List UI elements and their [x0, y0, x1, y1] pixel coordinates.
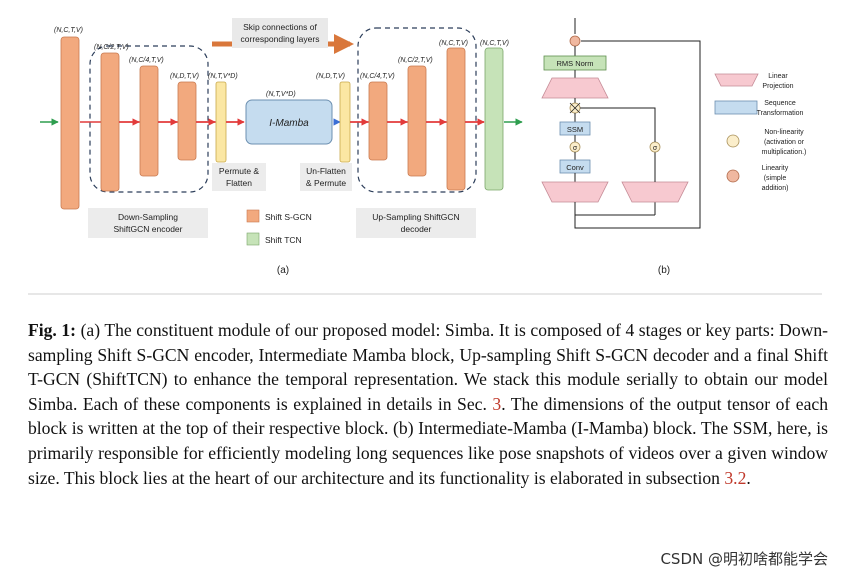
legend-projection-icon [714, 73, 759, 87]
skip-label-line1: Skip connections of [243, 22, 317, 32]
dim-down1: (N,C/2,T,V) [94, 44, 129, 51]
dim-up3: (N,C,T,V) [439, 40, 468, 47]
up-block-3 [446, 47, 466, 191]
sigma-right: σ [653, 145, 658, 152]
legend-linear-icon [726, 169, 740, 183]
caption-text-part1: (a) The constituent module of our propos… [28, 320, 828, 414]
encoder-group-box [89, 45, 209, 193]
decoder-label-line1: Up-Sampling ShiftGCN [372, 212, 459, 222]
permute-flatten-block [215, 81, 227, 163]
encoder-label-line2: ShiftGCN encoder [114, 224, 183, 234]
legend-projection-line1: Linear [768, 73, 788, 80]
panel-b-label: (b) [658, 265, 670, 276]
legend-seq-line2: Transformation [757, 110, 804, 117]
dim-up1: (N,C/4,T,V) [360, 73, 395, 80]
unflatten-permute-block [339, 81, 351, 163]
ssm-label: SSM [567, 125, 583, 134]
panel-a-label: (a) [277, 265, 289, 276]
legend-nonlinear-line2: (activation or [764, 139, 805, 146]
watermark: CSDN @明初啥都能学会 [658, 548, 830, 569]
dim-tcn: (N,C,T,V) [480, 40, 509, 47]
up-block-1 [368, 81, 388, 161]
up-block-2 [407, 65, 427, 177]
legend-projection-line2: Projection [762, 83, 793, 90]
legend-seq-icon [714, 100, 758, 115]
panel-b: RMS Norm SSM σ Conv σ Linear Projec [541, 18, 807, 276]
permute-label-line2: Flatten [226, 178, 252, 188]
unflatten-label-line1: Un-Flatten [306, 166, 346, 176]
caption-fig-label: Fig. 1: [28, 320, 77, 340]
legend-linear-line3: addition) [762, 185, 789, 192]
subsection-reference-link[interactable]: 3.2 [724, 467, 747, 488]
dim-unflatten: (N,D,T,V) [316, 73, 345, 80]
figure-caption: Fig. 1: (a) The constituent module of ou… [28, 318, 828, 490]
decoder-label-line2: decoder [401, 224, 432, 234]
dim-permute: (N,T,V*D) [208, 73, 238, 80]
output-projection [541, 77, 609, 99]
down-block-3 [177, 81, 197, 161]
i-mamba-label: I-Mamba [269, 118, 309, 129]
down-block-2 [139, 65, 159, 177]
i-mamba-block [245, 99, 333, 145]
section-reference-link[interactable]: 3 [492, 393, 502, 414]
caption-text-part2: . The dimensions of the output tensor of… [28, 393, 828, 488]
input-projection-left [541, 181, 609, 203]
residual-add-node [569, 35, 581, 47]
legend-nonlinear-line3: multiplication.) [762, 149, 807, 156]
conv-label: Conv [566, 163, 584, 172]
shift-tcn-block [484, 47, 504, 191]
skip-label-line2: corresponding layers [241, 34, 320, 44]
dim-up2: (N,C/2,T,V) [398, 57, 433, 64]
legend-tcn-swatch [246, 232, 260, 246]
legend-nonlinear-line1: Non-linearity [764, 129, 804, 136]
dim-input: (N,C,T,V) [54, 27, 83, 34]
legend-seq-line1: Sequence [764, 100, 796, 107]
dim-mamba: (N,T,V*D) [266, 91, 296, 98]
permute-label-line1: Permute & [219, 166, 259, 176]
caption-text-part3: . [746, 467, 751, 488]
input-sgcn-block [60, 36, 80, 210]
legend-tcn-label: Shift TCN [265, 235, 302, 245]
skip-label-box [232, 18, 328, 48]
input-projection-right [621, 181, 689, 203]
panel-a: Skip connections of corresponding layers… [40, 18, 523, 276]
legend-linear-line2: (simple [764, 175, 787, 182]
dim-down3: (N,D,T,V) [170, 73, 199, 80]
legend-sgcn-label: Shift S-GCN [265, 212, 312, 222]
dim-down2: (N,C/4,T,V) [129, 57, 164, 64]
unflatten-label-line2: & Permute [306, 178, 346, 188]
legend-sgcn-swatch [246, 209, 260, 223]
decoder-group-box [357, 27, 477, 193]
sigma-left: σ [573, 145, 578, 152]
rms-norm-label: RMS Norm [556, 59, 593, 68]
down-block-1 [100, 52, 120, 192]
encoder-label-line1: Down-Sampling [118, 212, 178, 222]
architecture-figure: Skip connections of corresponding layers… [28, 18, 822, 295]
legend-nonlinear-icon [726, 134, 740, 148]
legend-linear-line1: Linearity [762, 165, 789, 172]
